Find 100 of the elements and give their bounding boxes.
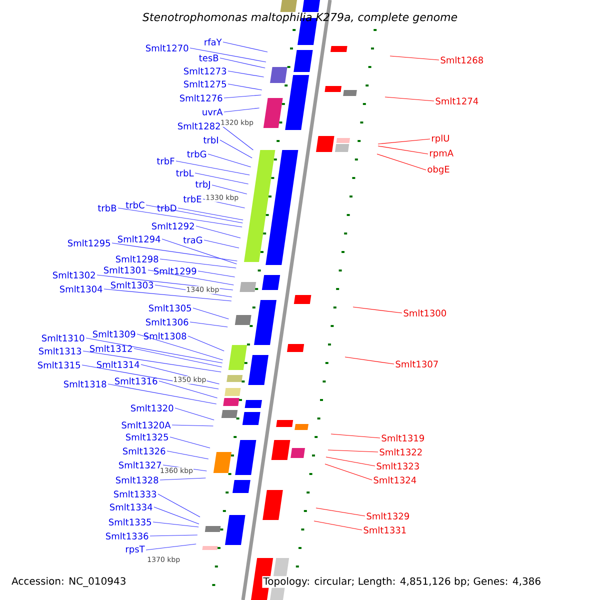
leader-line — [152, 522, 199, 528]
gene-label: Smlt1309 — [92, 330, 136, 338]
leader-line — [208, 154, 252, 168]
leader-line — [154, 506, 200, 524]
leader-line — [212, 184, 248, 194]
gene-label: tesB — [199, 54, 218, 62]
leader-line — [146, 544, 196, 550]
gene-label: Smlt1325 — [126, 434, 168, 440]
gene-label: trbC — [126, 202, 144, 208]
gene-label: Smlt1333 — [114, 490, 156, 498]
leader-line — [176, 160, 250, 176]
gene-label: Smlt1270 — [146, 44, 188, 52]
gene-label: Smlt1326 — [122, 448, 166, 454]
leader-line — [188, 336, 224, 352]
gene-label: Smlt1328 — [116, 476, 158, 484]
leader-line — [344, 356, 394, 364]
gene-label: Smlt1307 — [396, 360, 438, 368]
leader-line — [86, 338, 223, 364]
gene-label: Smlt1329 — [366, 512, 409, 520]
gene-label: trbJ — [195, 180, 210, 190]
leader-line — [160, 478, 206, 480]
leader-line — [136, 334, 224, 360]
gene-label: trbL — [176, 170, 194, 176]
leader-line — [378, 138, 430, 144]
leader-line — [134, 348, 222, 368]
leader-line — [324, 464, 372, 480]
leader-line — [228, 84, 262, 90]
gene-label: rpsT — [126, 546, 145, 554]
gene-label: Smlt1331 — [364, 526, 406, 534]
leader-line — [82, 350, 222, 372]
gene-label: trbB — [98, 204, 116, 212]
gene-label: obgE — [428, 166, 450, 174]
gene-label: Smlt1305 — [148, 304, 191, 312]
gene-label: Smlt1273 — [184, 68, 226, 74]
gene-label: Smlt1319 — [382, 434, 424, 442]
gene-label: Smlt1282 — [178, 122, 220, 130]
gene-label: trbG — [187, 150, 206, 158]
gene-label: Smlt1301 — [104, 266, 146, 274]
leader-line — [352, 306, 402, 314]
gene-label: Smlt1268 — [440, 56, 483, 64]
gene-label: trbF — [156, 158, 174, 164]
leader-line — [220, 58, 266, 68]
gene-label: Smlt1313 — [38, 348, 82, 354]
gene-label: Smlt1294 — [118, 236, 160, 242]
leader-line — [326, 456, 376, 466]
leader-line — [376, 154, 426, 170]
gene-label: Smlt1299 — [154, 268, 196, 274]
leader-line — [222, 126, 254, 150]
gene-label: traG — [183, 236, 202, 244]
gene-label: Smlt1324 — [374, 476, 416, 484]
genome-info-text: Topology: circular; Length: 4,851,126 bp; Genes: 4,386 — [262, 576, 542, 588]
gene-label: Smlt1276 — [180, 94, 222, 102]
gene-label: Smlt1327 — [118, 462, 162, 468]
gene-label: uvrA — [202, 108, 223, 116]
leader-line — [222, 42, 268, 52]
gene-label: Smlt1300 — [404, 310, 446, 316]
gene-label: Smlt1322 — [380, 448, 422, 456]
gene-label: Smlt1295 — [68, 240, 110, 246]
gene-label: Smlt1320 — [130, 404, 174, 412]
leader-line — [190, 48, 266, 62]
leader-line — [204, 240, 240, 248]
gene-label: Smlt1306 — [146, 318, 188, 326]
leader-line — [228, 70, 264, 78]
leader-line — [192, 308, 229, 320]
gene-label: Smlt1335 — [108, 518, 151, 526]
title: Stenotrophomonas maltophilia K279a, complete genome — [142, 12, 458, 24]
leader-line — [166, 450, 209, 460]
gene-label: trbI — [203, 136, 218, 144]
gene-label: rpmA — [430, 150, 454, 158]
gene-label: Smlt1320A — [122, 422, 171, 428]
gene-label: Smlt1274 — [436, 98, 478, 104]
leader-line — [148, 270, 234, 286]
leader-line — [384, 96, 434, 102]
leader-line — [178, 208, 244, 220]
accession-text: Accession: NC_010943 — [12, 577, 126, 587]
leader-line — [330, 434, 380, 438]
leader-line — [316, 508, 366, 516]
gene-label: Smlt1292 — [152, 222, 194, 230]
leader-line — [146, 204, 243, 224]
gene-label: Smlt1298 — [116, 256, 158, 262]
gene-label: Smlt1314 — [96, 361, 140, 368]
leader-line — [118, 208, 242, 228]
leader-line — [224, 94, 262, 98]
gene-label: Smlt1336 — [106, 532, 148, 540]
gene-label: Smlt1334 — [110, 504, 152, 510]
leader-line — [378, 146, 428, 154]
leader-line — [160, 258, 236, 268]
gene-label: Smlt1304 — [60, 286, 102, 292]
gene-label: rfaY — [204, 38, 222, 46]
gene-label: trbD — [157, 204, 176, 212]
gene-label: Smlt1275 — [184, 80, 226, 88]
gene-label: Smlt1310 — [42, 334, 84, 342]
gene-label: rplU — [432, 134, 449, 144]
leader-line — [220, 140, 252, 158]
leader-line — [170, 436, 210, 448]
leader-line — [196, 226, 241, 238]
gene-label: Smlt1308 — [144, 332, 186, 340]
gene-label: Smlt1318 — [64, 380, 106, 388]
gene-label: Smlt1315 — [38, 362, 80, 368]
leader-line — [108, 384, 217, 404]
